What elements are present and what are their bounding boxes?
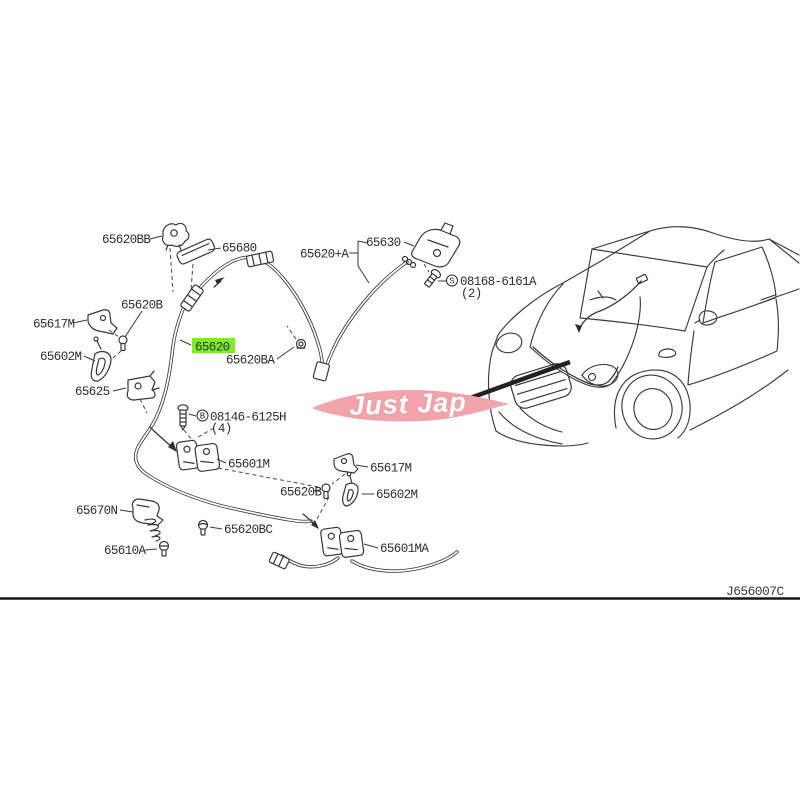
bay-harness bbox=[580, 280, 642, 327]
part-screw-08168 bbox=[424, 268, 442, 288]
part-catch-65670n bbox=[131, 498, 164, 542]
highlighted-part-label: 65620 bbox=[192, 338, 235, 355]
part-cable-sleeve bbox=[245, 250, 275, 268]
part-label-65620: 65620 bbox=[195, 341, 230, 355]
part-label-b08146: B 08146-6125H (4) bbox=[196, 409, 287, 436]
part-label-65617m-right: 65617M bbox=[370, 462, 412, 476]
engine-bay-outline bbox=[529, 283, 641, 388]
part-label-65630: 65630 bbox=[366, 236, 401, 250]
watermark-text: Just Jap bbox=[349, 387, 468, 421]
part-clip-65620b-left bbox=[118, 335, 128, 352]
watermark-swoosh bbox=[312, 389, 509, 422]
part-label-65680: 65680 bbox=[222, 242, 257, 256]
part-label-65601ma: 65601MA bbox=[380, 542, 429, 556]
part-bolt-08146 bbox=[177, 404, 189, 431]
diagram-code: J656007C bbox=[726, 584, 784, 599]
part-bracket-65617m-left bbox=[87, 309, 118, 335]
dashed-lines bbox=[108, 247, 430, 520]
side-marker bbox=[658, 348, 677, 358]
part-label-65601m: 65601M bbox=[228, 458, 270, 472]
part-qty-08146: (4) bbox=[211, 422, 232, 436]
windshield bbox=[579, 248, 708, 332]
cables bbox=[133, 255, 459, 573]
leader-lines bbox=[72, 235, 446, 551]
part-label-65602m-right: 65602M bbox=[376, 488, 418, 502]
side-window bbox=[702, 246, 777, 324]
car-illustration bbox=[487, 226, 800, 447]
part-label-65620b-right: 65620B bbox=[280, 486, 323, 500]
part-label-65610a: 65610A bbox=[104, 544, 147, 558]
part-label-65620bc: 65620BC bbox=[224, 523, 272, 537]
part-clip-65620bb bbox=[161, 222, 190, 251]
part-qty-08168: (2) bbox=[461, 287, 482, 301]
part-hook-65602m-right bbox=[342, 482, 359, 507]
part-latch-65601ma bbox=[320, 526, 365, 558]
part-clip-65620b-right bbox=[321, 483, 331, 500]
part-clip-65620bc bbox=[197, 519, 209, 536]
diagram-footer: J656007C bbox=[0, 584, 800, 600]
door bbox=[687, 298, 779, 386]
part-label-65620ba: 65620BA bbox=[226, 354, 275, 368]
part-label-65602m-left: 65602M bbox=[40, 350, 82, 364]
part-bracket-65617m-right bbox=[333, 453, 359, 474]
part-glyphs bbox=[87, 222, 461, 570]
part-number-08146: 08146-6125H bbox=[210, 411, 286, 425]
part-nut-65620ba bbox=[295, 338, 307, 350]
part-label-65620bb: 65620BB bbox=[102, 233, 151, 247]
part-bracket-65625 bbox=[126, 370, 160, 401]
part-hook-65602m-left bbox=[90, 350, 112, 382]
grille bbox=[510, 363, 572, 409]
circled-b: B bbox=[200, 412, 206, 422]
part-label-65620b-left: 65620B bbox=[121, 299, 164, 313]
part-connector-boot bbox=[268, 551, 290, 570]
part-cable-joint bbox=[312, 361, 331, 382]
headlight-left bbox=[495, 332, 523, 354]
circled-s: S bbox=[449, 277, 454, 287]
watermark: Just Jap bbox=[312, 386, 509, 422]
part-label-65617m-left: 65617M bbox=[33, 318, 75, 332]
part-latch-65630 bbox=[401, 222, 461, 269]
part-label-65670n: 65670N bbox=[76, 504, 118, 518]
part-screw-65610a bbox=[158, 540, 170, 557]
part-labels: 65620BB 65680 65630 65620+A S 08168-6161… bbox=[33, 233, 538, 558]
part-cable-adjuster bbox=[180, 284, 204, 312]
wheel-arch bbox=[614, 369, 691, 439]
part-label-65625: 65625 bbox=[75, 385, 110, 399]
part-label-65620a: 65620+A bbox=[300, 248, 349, 262]
highlight-box bbox=[192, 338, 235, 353]
part-number-08168: 08168-6161A bbox=[460, 275, 537, 289]
part-bracket-65680 bbox=[176, 238, 216, 265]
front-wheel bbox=[621, 374, 683, 440]
part-latch-65601m bbox=[175, 439, 221, 472]
mirror bbox=[694, 310, 718, 326]
part-label-s08168: S 08168-6161A (2) bbox=[446, 274, 538, 301]
